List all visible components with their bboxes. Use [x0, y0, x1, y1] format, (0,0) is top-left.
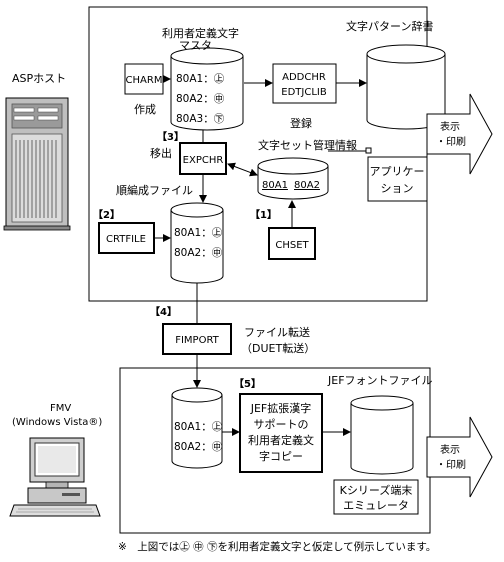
display-print-2-line2: ・印刷 [436, 459, 466, 471]
master-title-line1: 利用者定義文字 [162, 26, 239, 40]
charset-cell-1: 80A1 [262, 180, 288, 191]
emulator-box [333, 479, 419, 515]
display-print-1-line2: ・印刷 [436, 136, 466, 148]
application-line1: アプリケー [370, 165, 425, 178]
fimport-label: FIMPORT [175, 335, 219, 346]
jef-copy-box [239, 393, 323, 473]
addchr-line1: ADDCHR [282, 72, 326, 83]
fimport-box [162, 323, 232, 355]
charm-label: CHARM [126, 75, 163, 86]
asp-host-label: ASPホスト [12, 72, 66, 85]
master-row-3: 80A3：㊦ [176, 113, 225, 125]
asp-server-icon [3, 97, 71, 231]
display-print-2-line1: 表示 [440, 443, 460, 456]
jef-copy-step: 【5】 [234, 377, 261, 390]
display-print-1-line1: 表示 [440, 120, 460, 133]
dictionary-title: 文字パターン辞書 [346, 19, 433, 33]
expchr-label: EXPCHR [183, 155, 224, 166]
jef-copy-line4: 字コピー [259, 449, 303, 463]
seq-file-title: 順編成ファイル [116, 183, 193, 197]
seq-file-row-1: 80A1：㊤ [174, 227, 223, 239]
fimport-caption-line2: （DUET転送） [241, 341, 315, 355]
application-box [367, 156, 428, 202]
client-file-cylinder [171, 387, 223, 469]
client-label-line1: FMV [50, 403, 71, 414]
expchr-charset-arrow [227, 162, 258, 177]
client-file-row-2: 80A2：㊥ [174, 441, 223, 453]
expchr-caption: 移出 [150, 146, 172, 160]
seq-file-row-2: 80A2：㊥ [174, 247, 223, 259]
crtfile-step: 【2】 [93, 208, 120, 221]
charset-cylinder [257, 157, 329, 200]
master-row-2: 80A2：㊥ [176, 93, 225, 105]
addchr-line2: EDTJCLIB [281, 87, 327, 98]
fimport-caption-line1: ファイル転送 [244, 325, 310, 339]
jef-copy-line2: サポートの [254, 418, 309, 431]
charset-connector-dot [365, 147, 372, 154]
addchr-box [272, 63, 337, 104]
seq-file-cylinder [170, 202, 224, 284]
master-row-1: 80A1：㊤ [176, 73, 225, 85]
application-line2: ション [381, 182, 414, 195]
jef-copy-line3: 利用者定義文 [248, 433, 314, 447]
master-title-line2: マスタ [179, 39, 212, 52]
chset-step: 【1】 [250, 208, 277, 221]
jef-font-cylinder [350, 395, 414, 475]
charset-cell-2: 80A2 [294, 180, 320, 191]
display-print-arrow-2 [426, 416, 493, 498]
crtfile-label: CRTFILE [106, 234, 146, 245]
jef-copy-line1: JEF拡張漢字 [250, 401, 312, 415]
charm-box [124, 63, 164, 95]
expchr-step: 【3】 [157, 130, 184, 143]
client-pc-icon [9, 437, 101, 517]
charm-caption: 作成 [134, 103, 156, 116]
charset-title: 文字セット管理情報 [258, 138, 357, 152]
chset-label: CHSET [275, 240, 309, 251]
addchr-caption: 登録 [290, 116, 312, 130]
display-print-arrow-1 [426, 93, 493, 175]
fimport-step: 【4】 [150, 305, 177, 318]
client-label-line2: (Windows Vista®) [12, 417, 102, 428]
master-db-cylinder [170, 47, 244, 131]
client-file-row-1: 80A1：㊤ [174, 421, 223, 433]
footnote: ※ 上図では㊤ ㊥ ㊦を利用者定義文字と仮定して例示しています。 [118, 540, 436, 553]
emulator-line2: エミュレータ [343, 499, 409, 512]
jef-font-title: JEFフォントファイル [327, 374, 433, 387]
emulator-line1: Kシリーズ端末 [340, 483, 413, 497]
